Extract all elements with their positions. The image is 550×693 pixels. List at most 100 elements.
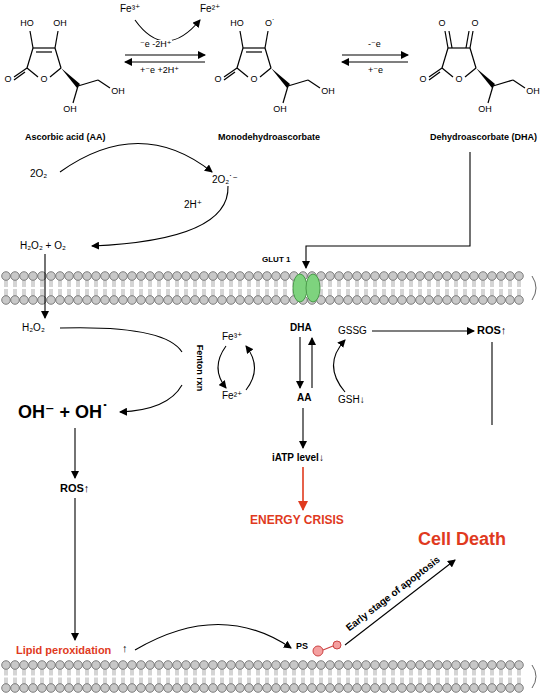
lipid-tail	[430, 669, 431, 676]
lipid-tail	[187, 280, 188, 287]
lipid-tail	[185, 669, 186, 676]
bond	[55, 31, 58, 48]
lipid-tail	[140, 669, 141, 676]
lipid-tail	[41, 678, 42, 685]
lipid-head	[182, 296, 191, 305]
lipid-head	[236, 296, 245, 305]
lipid-tail	[365, 669, 366, 676]
lipid-head	[20, 296, 29, 305]
lipid-tail	[97, 280, 98, 287]
lipid-tail	[185, 678, 186, 685]
lipid-head	[272, 661, 281, 670]
lipid-tail	[473, 678, 474, 685]
lipid-tail	[158, 289, 159, 296]
lipid-tail	[394, 280, 395, 287]
bond	[448, 47, 470, 48]
lipid-tail	[419, 280, 420, 287]
lipid-tail	[338, 280, 339, 287]
lipid-tail	[169, 280, 170, 287]
lipid-head	[209, 684, 218, 693]
lipid-tail	[448, 289, 449, 296]
lipid-head	[452, 296, 461, 305]
lipid-head	[110, 684, 119, 693]
lipid-tail	[248, 669, 249, 676]
compound-name: Monodehydroascorbate	[218, 133, 320, 143]
lipid-tail	[358, 669, 359, 676]
glutathione-arrow	[334, 340, 346, 392]
lipid-tail	[277, 669, 278, 676]
bond	[288, 80, 308, 86]
lipid-head	[128, 296, 137, 305]
lipid-tail	[115, 280, 116, 287]
lipid-head	[299, 684, 308, 693]
lipid-tail	[250, 678, 251, 685]
lipid-tail	[419, 669, 420, 676]
lipid-tail	[239, 289, 240, 296]
lipid-tail	[214, 280, 215, 287]
lipid-tail	[277, 280, 278, 287]
lipid-tail	[286, 289, 287, 296]
lipid-tail	[464, 289, 465, 296]
lipid-head	[65, 661, 74, 670]
lipid-head	[83, 684, 92, 693]
lipid-head	[38, 661, 47, 670]
lipid-head	[236, 684, 245, 693]
lipid-head	[371, 661, 380, 670]
lipid-tail	[133, 669, 134, 676]
lipid-tail	[25, 289, 26, 296]
lipid-tail	[203, 289, 204, 296]
lipid-head	[119, 661, 128, 670]
lipid-tail	[167, 669, 168, 676]
lipid-tail	[203, 669, 204, 676]
lipid-tail	[421, 289, 422, 296]
lipid-head	[362, 296, 371, 305]
atom-label: O	[250, 75, 257, 85]
lipid-head	[65, 684, 74, 693]
lipid-tail	[275, 669, 276, 676]
lipid-tail	[493, 280, 494, 287]
lipid-tail	[257, 280, 258, 287]
lipid-head	[2, 272, 11, 281]
lipid-tail	[520, 678, 521, 685]
lipid-tail	[482, 289, 483, 296]
lipid-head	[380, 684, 389, 693]
lipid-tail	[86, 669, 87, 676]
lipid-head	[353, 684, 362, 693]
lipid-tail	[475, 669, 476, 676]
lipid-tail	[95, 669, 96, 676]
lipid-head	[2, 684, 11, 693]
lipid-tail	[329, 669, 330, 676]
lipid-tail	[313, 669, 314, 676]
lipid-head	[74, 296, 83, 305]
lipid-tail	[338, 678, 339, 685]
arrows	[45, 20, 492, 650]
lipid-head	[173, 684, 182, 693]
lipid-tail	[7, 289, 8, 296]
lipid-tail	[410, 289, 411, 296]
lipid-tail	[43, 678, 44, 685]
electron-label: +⁻e +2H⁺	[140, 66, 179, 76]
lipid-tail	[439, 289, 440, 296]
lipid-head	[2, 661, 11, 670]
lipid-tail	[95, 678, 96, 685]
lipid-tail	[493, 669, 494, 676]
lipid-tail	[275, 280, 276, 287]
lipid-tail	[509, 678, 510, 685]
lipid-tail	[176, 280, 177, 287]
lipid-head	[479, 296, 488, 305]
lipid-tail	[421, 678, 422, 685]
lipid-tail	[437, 669, 438, 676]
lipid-tail	[448, 678, 449, 685]
reaction-label: Fenton rxn	[194, 345, 204, 392]
lipid-head	[2, 296, 11, 305]
lipid-tail	[295, 669, 296, 676]
lipid-tail	[250, 280, 251, 287]
lipid-head	[101, 272, 110, 281]
lipid-head	[515, 684, 524, 693]
lipid-tail	[347, 289, 348, 296]
lipid-tail	[349, 669, 350, 676]
lipid-tail	[482, 280, 483, 287]
lipid-head	[461, 296, 470, 305]
bond	[36, 51, 52, 52]
